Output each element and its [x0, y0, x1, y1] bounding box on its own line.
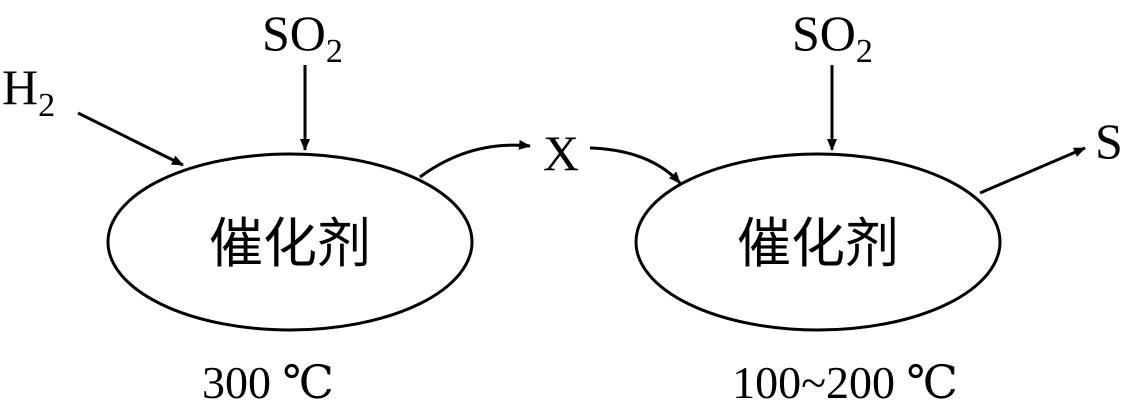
left-temperature-label: 300 ℃	[202, 357, 334, 405]
right-so2-subscript: 2	[856, 33, 873, 70]
x-to-right-arrow	[589, 146, 682, 185]
h2-label: H2	[2, 59, 55, 124]
h2-arrow	[77, 111, 184, 167]
left-catalyst-ellipse	[106, 152, 474, 332]
right-catalyst-ellipse	[634, 152, 1002, 332]
product-s-label: S	[1095, 113, 1123, 169]
intermediate-x-label: X	[543, 125, 579, 181]
left-so2-subscript: 2	[326, 33, 343, 70]
h2-base: H	[2, 59, 38, 115]
h2-subscript: 2	[38, 87, 55, 124]
right-catalyst-label: 催化剂	[737, 212, 899, 275]
left-so2-base: SO	[262, 5, 326, 61]
to-s-arrow	[979, 146, 1086, 195]
left-to-x-arrow	[419, 139, 531, 179]
left-so2-label: SO2	[262, 5, 343, 70]
left-catalyst-label: 催化剂	[209, 212, 371, 275]
right-so2-base: SO	[792, 5, 856, 61]
right-temperature-label: 100~200 ℃	[732, 357, 958, 405]
right-so2-label: SO2	[792, 5, 873, 70]
